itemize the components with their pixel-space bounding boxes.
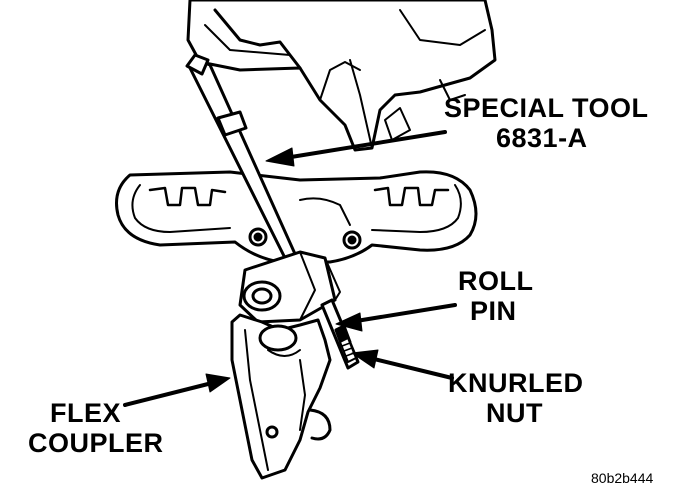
label-flex-coupler-line2: COUPLER	[28, 428, 164, 458]
figure-code: 80b2b444	[591, 470, 654, 486]
flex-coupler-body	[230, 313, 332, 480]
label-knurled-nut-line2: NUT	[486, 398, 543, 428]
mounting-bracket	[115, 170, 478, 264]
label-roll-pin-line1: ROLL	[458, 266, 534, 296]
label-knurled-nut: KNURLED NUT	[448, 368, 584, 428]
label-special-tool-line1: SPECIAL TOOL	[444, 93, 649, 123]
steering-column-housing	[186, 0, 497, 152]
callout-arrows	[123, 130, 457, 407]
bracket-bolts	[248, 227, 362, 250]
label-roll-pin: ROLL PIN	[458, 266, 534, 326]
label-knurled-nut-line1: KNURLED	[448, 368, 584, 398]
label-flex-coupler-line1: FLEX	[50, 398, 122, 428]
label-special-tool-line2: 6831-A	[496, 123, 588, 153]
roll-pin-and-knurled-nut	[320, 298, 360, 370]
label-special-tool: SPECIAL TOOL 6831-A	[444, 93, 649, 153]
upper-yoke	[238, 250, 341, 324]
label-roll-pin-line2: PIN	[470, 296, 517, 326]
special-tool-rod	[185, 53, 302, 274]
label-flex-coupler: FLEX COUPLER	[28, 398, 164, 458]
